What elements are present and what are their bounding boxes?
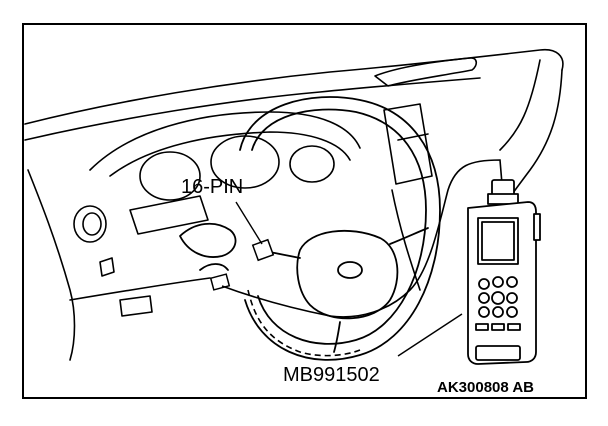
dashboard-drawing (24, 48, 564, 361)
connector-label: 16-PIN (181, 176, 244, 198)
tool-part-number: MB991502 (283, 364, 380, 386)
scan-tool-cable (221, 159, 503, 318)
connector-leader-line (235, 201, 263, 245)
part-leader-line (397, 313, 463, 357)
scan-tool-device (467, 179, 541, 365)
steering-wheel (179, 96, 441, 361)
scan-tool-cable-hidden (247, 289, 361, 357)
figure-code: AK300808 AB (437, 379, 534, 396)
